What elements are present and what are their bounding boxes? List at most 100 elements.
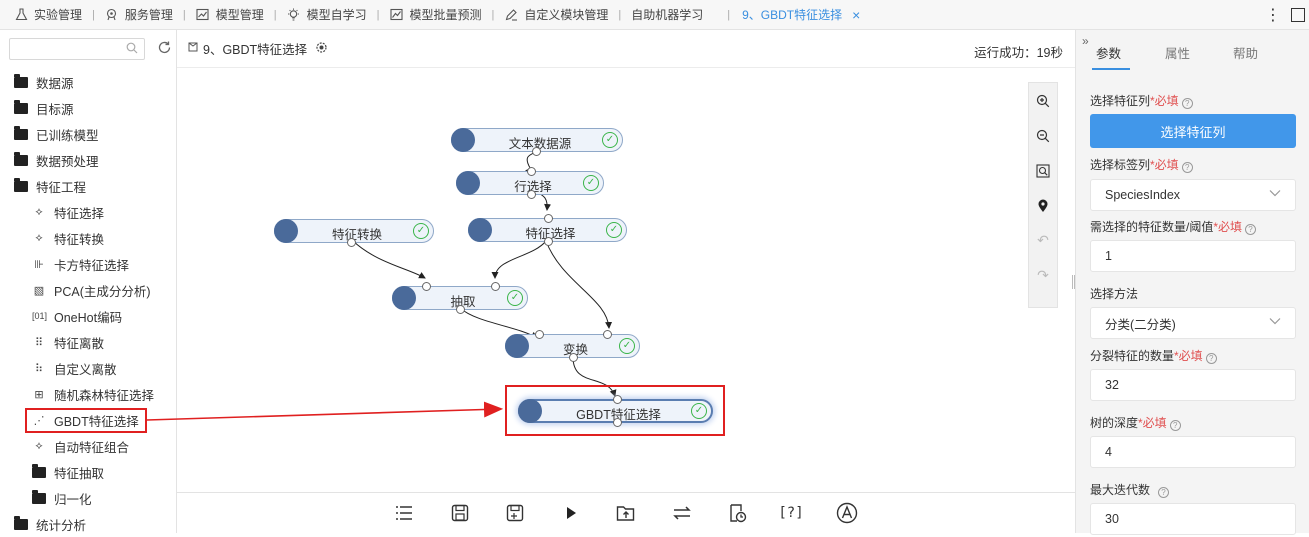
search-input[interactable] xyxy=(10,39,120,59)
iterations-input[interactable]: 30 xyxy=(1090,503,1296,535)
settings-icon[interactable] xyxy=(315,41,328,57)
input-port[interactable] xyxy=(527,167,536,176)
workflow-node[interactable]: 变换 ✓ xyxy=(505,330,640,362)
export-icon[interactable] xyxy=(614,501,638,525)
bottom-toolbar: [?] xyxy=(177,492,1075,533)
feature-select-icon: ⟡ xyxy=(35,205,43,218)
input-port[interactable] xyxy=(491,282,500,291)
tree-item-random-forest[interactable]: ⊞随机森林特征选择 xyxy=(0,381,176,407)
redo-icon[interactable]: ↷ xyxy=(1037,267,1049,283)
tab-custom-module-management[interactable]: 自定义模块管理 | xyxy=(504,0,631,30)
list-icon[interactable] xyxy=(392,501,416,525)
window-icon[interactable] xyxy=(1291,8,1305,22)
required-tag: *必填 xyxy=(1213,220,1243,234)
input-value: 4 xyxy=(1105,445,1112,459)
save-as-icon[interactable] xyxy=(503,501,527,525)
tab-service-management[interactable]: 服务管理 | xyxy=(105,0,196,30)
workflow-node[interactable]: 抽取 ✓ xyxy=(392,282,528,314)
run-status: 运行成功：19秒 xyxy=(974,46,1063,60)
node-icon xyxy=(518,399,542,423)
help-question-icon[interactable]: ? xyxy=(1245,224,1257,235)
tab-gbdt-feature-selection[interactable]: 9、GBDT特征选择 × xyxy=(742,0,860,30)
save-icon[interactable] xyxy=(448,501,472,525)
folder-icon xyxy=(14,99,28,114)
tree-item-feature-select[interactable]: ⟡特征选择 xyxy=(0,199,176,225)
fit-view-icon[interactable] xyxy=(1029,153,1057,188)
output-port[interactable] xyxy=(544,237,553,246)
feature-count-input[interactable]: 1 xyxy=(1090,240,1296,272)
help-question-icon[interactable]: ? xyxy=(1181,98,1193,109)
tree-item-discretize[interactable]: ⠿特征离散 xyxy=(0,329,176,355)
workflow-node[interactable]: 特征转换 ✓ xyxy=(274,219,434,247)
help-question-icon[interactable]: ? xyxy=(1169,420,1181,431)
more-vertical-icon[interactable]: ⋮ xyxy=(1265,7,1281,24)
tree-folder-preprocessing[interactable]: 数据预处理 xyxy=(0,147,176,173)
tree-folder-trained-models[interactable]: 已训练模型 xyxy=(0,121,176,147)
select-features-button[interactable]: 选择特征列 xyxy=(1090,114,1296,148)
tab-separator: | xyxy=(491,8,495,21)
tree-folder-target-source[interactable]: 目标源 xyxy=(0,95,176,121)
tree-folder-normalize[interactable]: 归一化 xyxy=(0,485,176,511)
output-port[interactable] xyxy=(347,238,356,247)
output-port[interactable] xyxy=(613,418,622,427)
schedule-icon[interactable] xyxy=(725,501,749,525)
workflow-canvas[interactable]: 9、GBDT特征选择 运行成功：19秒 文本数据源 ✓ 行选择 xyxy=(177,30,1075,533)
tree-folder-statistics[interactable]: 统计分析 xyxy=(0,511,176,537)
tree-item-onehot[interactable]: [01]OneHot编码 xyxy=(0,303,176,329)
tree-item-chi-square[interactable]: ⊪卡方特征选择 xyxy=(0,251,176,277)
help-question-icon[interactable]: ? xyxy=(1205,353,1217,364)
split-count-input[interactable]: 32 xyxy=(1090,369,1296,401)
input-port[interactable] xyxy=(613,395,622,404)
depth-input[interactable]: 4 xyxy=(1090,436,1296,468)
tab-auto-ml[interactable]: 自助机器学习 | xyxy=(631,0,740,30)
tree-label: 归一化 xyxy=(54,492,92,507)
tree-item-custom-discretize[interactable]: ⠷自定义离散 xyxy=(0,355,176,381)
input-port[interactable] xyxy=(535,330,544,339)
collapse-icon[interactable]: » xyxy=(1082,34,1089,48)
tree-item-auto-feature-combine[interactable]: ⟡自动特征组合 xyxy=(0,433,176,459)
workflow-node[interactable]: 特征选择 ✓ xyxy=(468,214,627,246)
tab-help[interactable]: 帮助 xyxy=(1233,47,1259,61)
search-field[interactable] xyxy=(9,38,145,60)
run-icon[interactable] xyxy=(559,501,583,525)
tree-folder-feature-engineering[interactable]: 特征工程 xyxy=(0,173,176,199)
tree-folder-data-source[interactable]: 数据源 xyxy=(0,69,176,95)
output-port[interactable] xyxy=(569,353,578,362)
tree-folder-feature-extract[interactable]: 特征抽取 xyxy=(0,459,176,485)
locate-icon[interactable] xyxy=(1029,188,1057,223)
input-port[interactable] xyxy=(422,282,431,291)
tab-attributes[interactable]: 属性 xyxy=(1165,47,1191,61)
tab-experiment-management[interactable]: 实验管理 | xyxy=(14,0,105,30)
output-port[interactable] xyxy=(527,190,536,199)
swap-icon[interactable] xyxy=(670,501,694,525)
refresh-icon[interactable] xyxy=(157,40,172,58)
zoom-out-icon[interactable] xyxy=(1029,118,1057,153)
tab-model-self-learning[interactable]: 模型自学习 | xyxy=(287,0,390,30)
output-port[interactable] xyxy=(456,305,465,314)
tree-item-gbdt[interactable]: ⋰GBDT特征选择 xyxy=(0,407,176,433)
tab-model-batch-predict[interactable]: 模型批量预测 | xyxy=(390,0,505,30)
tab-model-management[interactable]: 模型管理 | xyxy=(196,0,287,30)
panel-resize-handle[interactable] xyxy=(1072,275,1075,289)
undo-icon[interactable]: ↶ xyxy=(1037,232,1049,248)
search-icon[interactable] xyxy=(126,42,138,57)
required-tag: *必填 xyxy=(1174,349,1203,363)
tab-params[interactable]: 参数 xyxy=(1096,47,1122,61)
zoom-in-icon[interactable] xyxy=(1029,83,1057,118)
help-question-icon[interactable]: ? xyxy=(1181,162,1193,173)
input-port[interactable] xyxy=(603,330,612,339)
tree-item-pca[interactable]: ▧PCA(主成分分析) xyxy=(0,277,176,303)
help-question-icon[interactable]: ? xyxy=(1158,487,1170,498)
auto-icon[interactable] xyxy=(835,501,859,525)
output-port[interactable] xyxy=(532,147,541,156)
method-select[interactable]: 分类(二分类) xyxy=(1090,307,1296,339)
label-column-select[interactable]: SpeciesIndex xyxy=(1090,179,1296,211)
workflow-node[interactable]: 行选择 ✓ xyxy=(456,167,604,199)
node-label: 特征选择 xyxy=(525,227,576,241)
input-port[interactable] xyxy=(544,214,553,223)
workflow-node[interactable]: 文本数据源 ✓ xyxy=(451,128,623,156)
tree-item-feature-transform[interactable]: ⟡特征转换 xyxy=(0,225,176,251)
close-icon[interactable]: × xyxy=(852,6,861,23)
workflow-node-selected[interactable]: GBDT特征选择 ✓ xyxy=(518,395,713,427)
help-icon[interactable]: [?] xyxy=(778,505,804,521)
